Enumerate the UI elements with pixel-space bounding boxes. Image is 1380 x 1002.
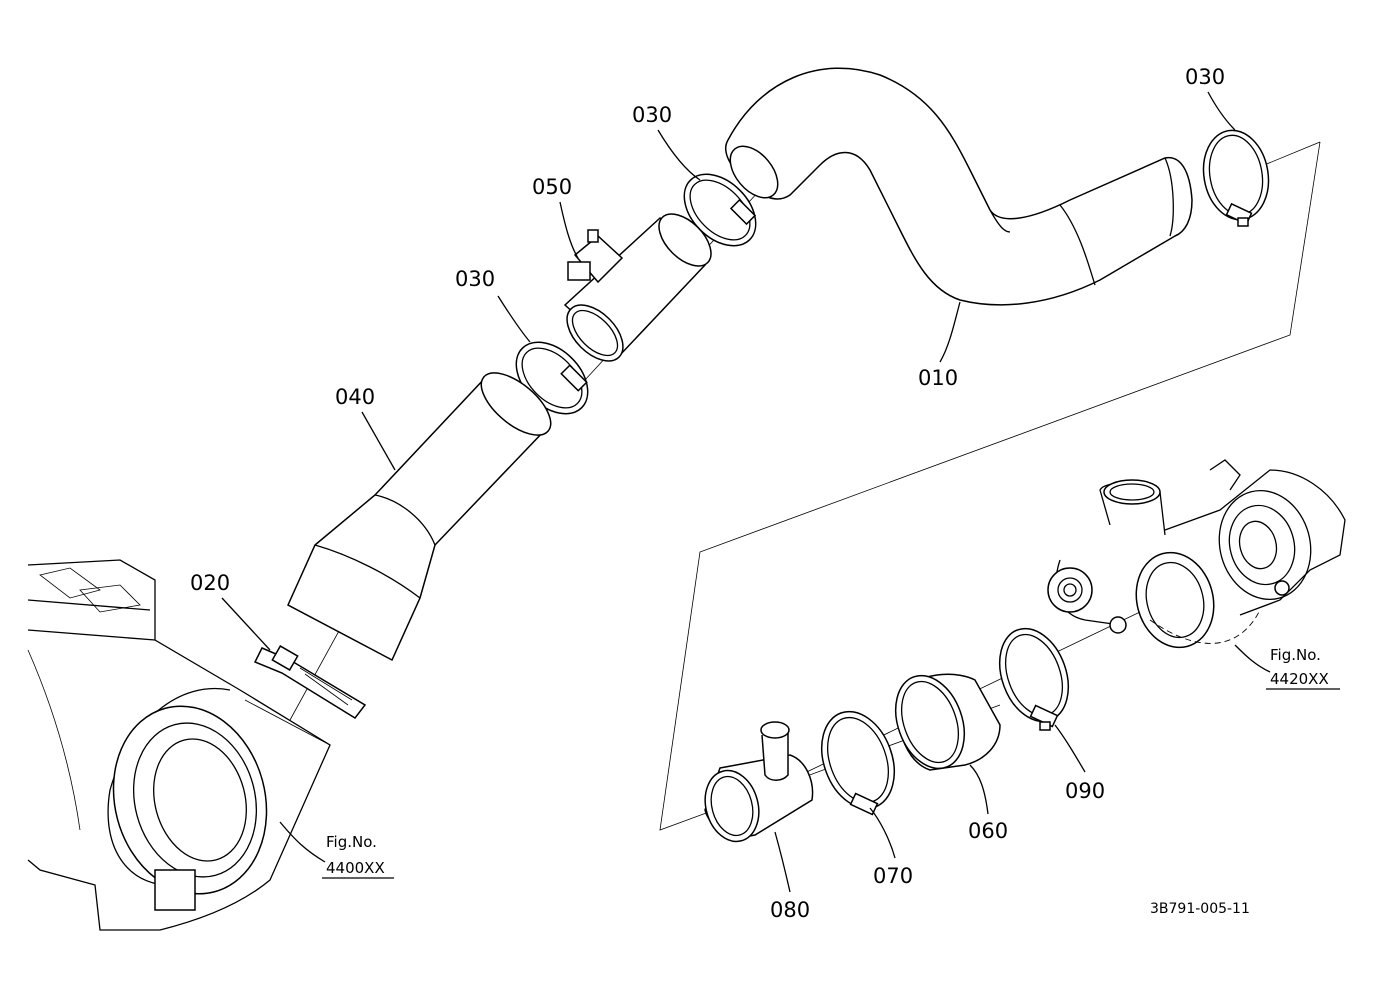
label-090: 090 bbox=[1065, 779, 1105, 803]
leader-040 bbox=[361, 411, 396, 471]
leader-020 bbox=[221, 597, 271, 651]
hose-010[interactable] bbox=[721, 67, 1193, 306]
fig-ref-title-left: Fig.No. bbox=[326, 833, 377, 851]
leader-010 bbox=[939, 301, 961, 363]
label-020: 020 bbox=[190, 571, 230, 595]
fig-ref-title-right: Fig.No. bbox=[1270, 646, 1321, 664]
hose-sleeve-060[interactable] bbox=[884, 666, 1001, 778]
label-050: 050 bbox=[532, 175, 572, 199]
label-030-c: 030 bbox=[455, 267, 495, 291]
label-080: 080 bbox=[770, 898, 810, 922]
leader-fig-4400 bbox=[279, 821, 326, 863]
axis-line-lower bbox=[289, 619, 346, 721]
tube-050[interactable] bbox=[557, 205, 721, 372]
turbocharger[interactable] bbox=[1047, 459, 1346, 656]
label-060: 060 bbox=[968, 819, 1008, 843]
label-030-b: 030 bbox=[1185, 65, 1225, 89]
label-010: 010 bbox=[918, 366, 958, 390]
tee-pipe-080[interactable] bbox=[698, 721, 814, 848]
leader-030-c bbox=[497, 295, 531, 343]
clamp-070[interactable] bbox=[809, 701, 907, 818]
leader-070 bbox=[869, 807, 896, 859]
leader-050 bbox=[559, 201, 579, 259]
fig-ref-num-left: 4400XX bbox=[326, 859, 385, 877]
fig-ref-num-right: 4420XX bbox=[1270, 670, 1329, 688]
clamp-030-right[interactable] bbox=[1197, 125, 1276, 227]
label-070: 070 bbox=[873, 864, 913, 888]
leader-030-a bbox=[657, 129, 701, 181]
leader-090 bbox=[1054, 724, 1086, 773]
label-040: 040 bbox=[335, 385, 375, 409]
label-030-a: 030 bbox=[632, 103, 672, 127]
clamp-020[interactable] bbox=[253, 645, 367, 719]
air-cleaner-housing[interactable] bbox=[27, 559, 331, 931]
reducer-hose-040[interactable] bbox=[287, 362, 561, 662]
clamp-090[interactable] bbox=[988, 619, 1081, 731]
leader-030-b bbox=[1207, 91, 1236, 131]
drawing-code: 3B791-005-11 bbox=[1150, 901, 1250, 917]
leader-fig-4420 bbox=[1234, 644, 1271, 673]
leader-060 bbox=[969, 764, 989, 815]
leader-080 bbox=[774, 831, 791, 893]
